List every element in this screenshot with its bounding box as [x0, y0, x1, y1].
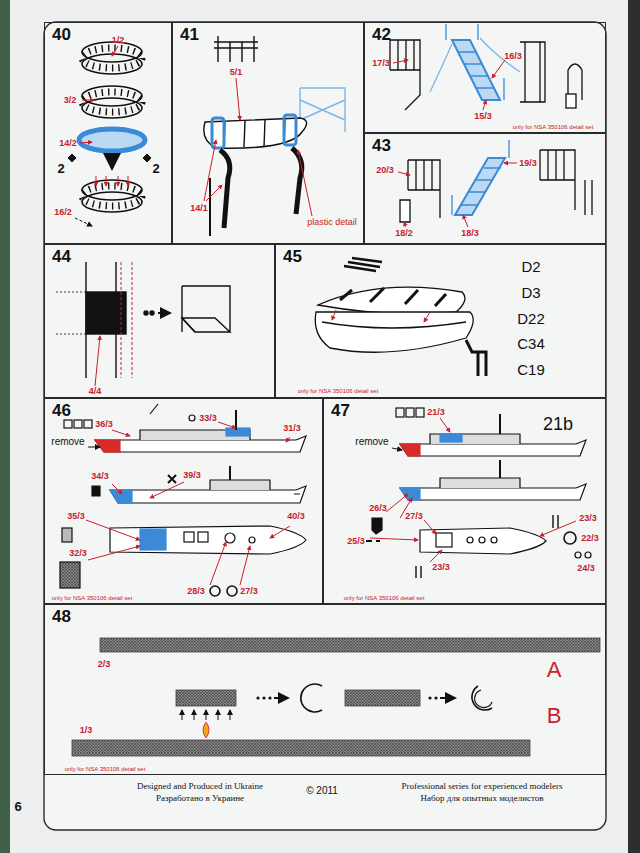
ladder-figure	[400, 140, 592, 222]
part-number: 27/3	[405, 512, 423, 521]
note-text: only for NSA 350106 detail set	[65, 766, 146, 772]
instruction-word: remove	[51, 437, 84, 447]
part-number: 22/3	[581, 534, 599, 543]
part-number: 28/3	[187, 587, 205, 596]
part-code: D3	[521, 285, 540, 300]
leader-lines	[393, 60, 505, 110]
part-number: 16/3	[504, 52, 522, 61]
footer-text: Designed and Produced in Ukraine	[137, 782, 263, 791]
step-number: 46	[52, 402, 71, 419]
part-number: 31/3	[283, 424, 301, 433]
part-number: 18/3	[461, 229, 479, 238]
variant-letter: A	[547, 659, 562, 681]
part-number: 23/3	[579, 514, 597, 523]
leader-lines	[75, 46, 128, 226]
part-code: D2	[521, 259, 540, 274]
note-text: only for NSA 350106 detail set	[298, 388, 379, 394]
ship-hull-figure	[366, 408, 591, 578]
part-number: 14/2	[59, 139, 77, 148]
part-number: 36/3	[95, 420, 113, 429]
boat-figure	[315, 258, 486, 376]
part-number: 16/2	[54, 208, 72, 217]
leader-lines	[370, 418, 576, 562]
railing-figure	[68, 42, 151, 212]
footer-text: Professional series for experienced mode…	[402, 782, 563, 791]
part-number: 4/4	[89, 387, 102, 396]
part-number: 24/3	[577, 564, 595, 573]
step-panel: 48	[44, 604, 606, 775]
part-number: 33/3	[199, 414, 217, 423]
step-number: 45	[283, 248, 302, 265]
part-number: 21/3	[427, 408, 445, 417]
step-number: 47	[331, 402, 350, 419]
part-count: 2	[152, 162, 159, 175]
ship-hull-figure	[60, 386, 306, 596]
part-number: 35/3	[67, 512, 85, 521]
page-frame	[44, 22, 606, 830]
part-number: 34/3	[91, 472, 109, 481]
door-figure	[56, 262, 230, 378]
part-number: 5/1	[230, 68, 243, 77]
note-text: only for NSA 350106 detail set	[344, 595, 425, 601]
part-number: 23/3	[432, 563, 450, 572]
step-panel: 43	[364, 133, 606, 244]
paper-edge	[628, 0, 640, 853]
leader-lines	[398, 163, 517, 227]
part-number: 26/3	[369, 504, 387, 513]
step-number: 48	[52, 608, 71, 625]
step-number: 40	[52, 26, 71, 43]
part-number: 20/3	[376, 166, 394, 175]
part-number: 25/3	[347, 537, 365, 546]
variant-letter: B	[547, 705, 562, 727]
step-number: 43	[372, 137, 391, 154]
step-number: 44	[52, 248, 71, 265]
boat-davit-figure	[204, 36, 345, 236]
step-panel: 45	[275, 244, 606, 398]
leader-lines	[332, 310, 430, 322]
step-panel: 46	[44, 398, 323, 604]
part-number: 17/3	[372, 59, 390, 68]
ladder-figure	[390, 24, 582, 110]
leader-lines	[86, 422, 290, 585]
footer-text: © 2011	[306, 786, 338, 796]
part-number: 39/3	[183, 471, 201, 480]
leader-line	[95, 336, 100, 386]
note-text: plastic detail	[307, 218, 357, 227]
leader-lines	[204, 78, 312, 216]
note-text: only for NSA 350106 detail set	[513, 124, 594, 130]
part-code: 21b	[543, 415, 573, 433]
step-number: 41	[180, 26, 199, 43]
footer-text: Разработано в Украине	[156, 794, 244, 803]
part-number: 2/3	[98, 660, 111, 669]
part-code: D22	[517, 311, 545, 326]
footer-text: Набор для опытных моделистов	[420, 794, 543, 803]
part-code: C19	[517, 362, 545, 377]
step-number: 42	[372, 26, 391, 43]
note-text: only for NSA 350106 detail set	[52, 595, 133, 601]
part-number: 19/3	[519, 159, 537, 168]
part-number: 15/3	[474, 112, 492, 121]
step-panel: 44	[44, 244, 275, 398]
part-number: 1/2	[112, 36, 125, 45]
page-number: 6	[14, 800, 21, 813]
paper	[10, 0, 632, 853]
part-number: 40/3	[287, 512, 305, 521]
part-number: 27/3	[240, 587, 258, 596]
part-number: 18/2	[395, 229, 413, 238]
strip-figure	[72, 638, 600, 756]
part-code: C34	[517, 336, 545, 351]
part-number: 14/1	[190, 204, 208, 213]
part-number: 3/2	[64, 96, 77, 105]
part-number: 32/3	[69, 549, 87, 558]
part-number: 1/3	[80, 726, 93, 735]
part-count: 2	[57, 162, 64, 175]
instruction-word: remove	[355, 437, 388, 447]
